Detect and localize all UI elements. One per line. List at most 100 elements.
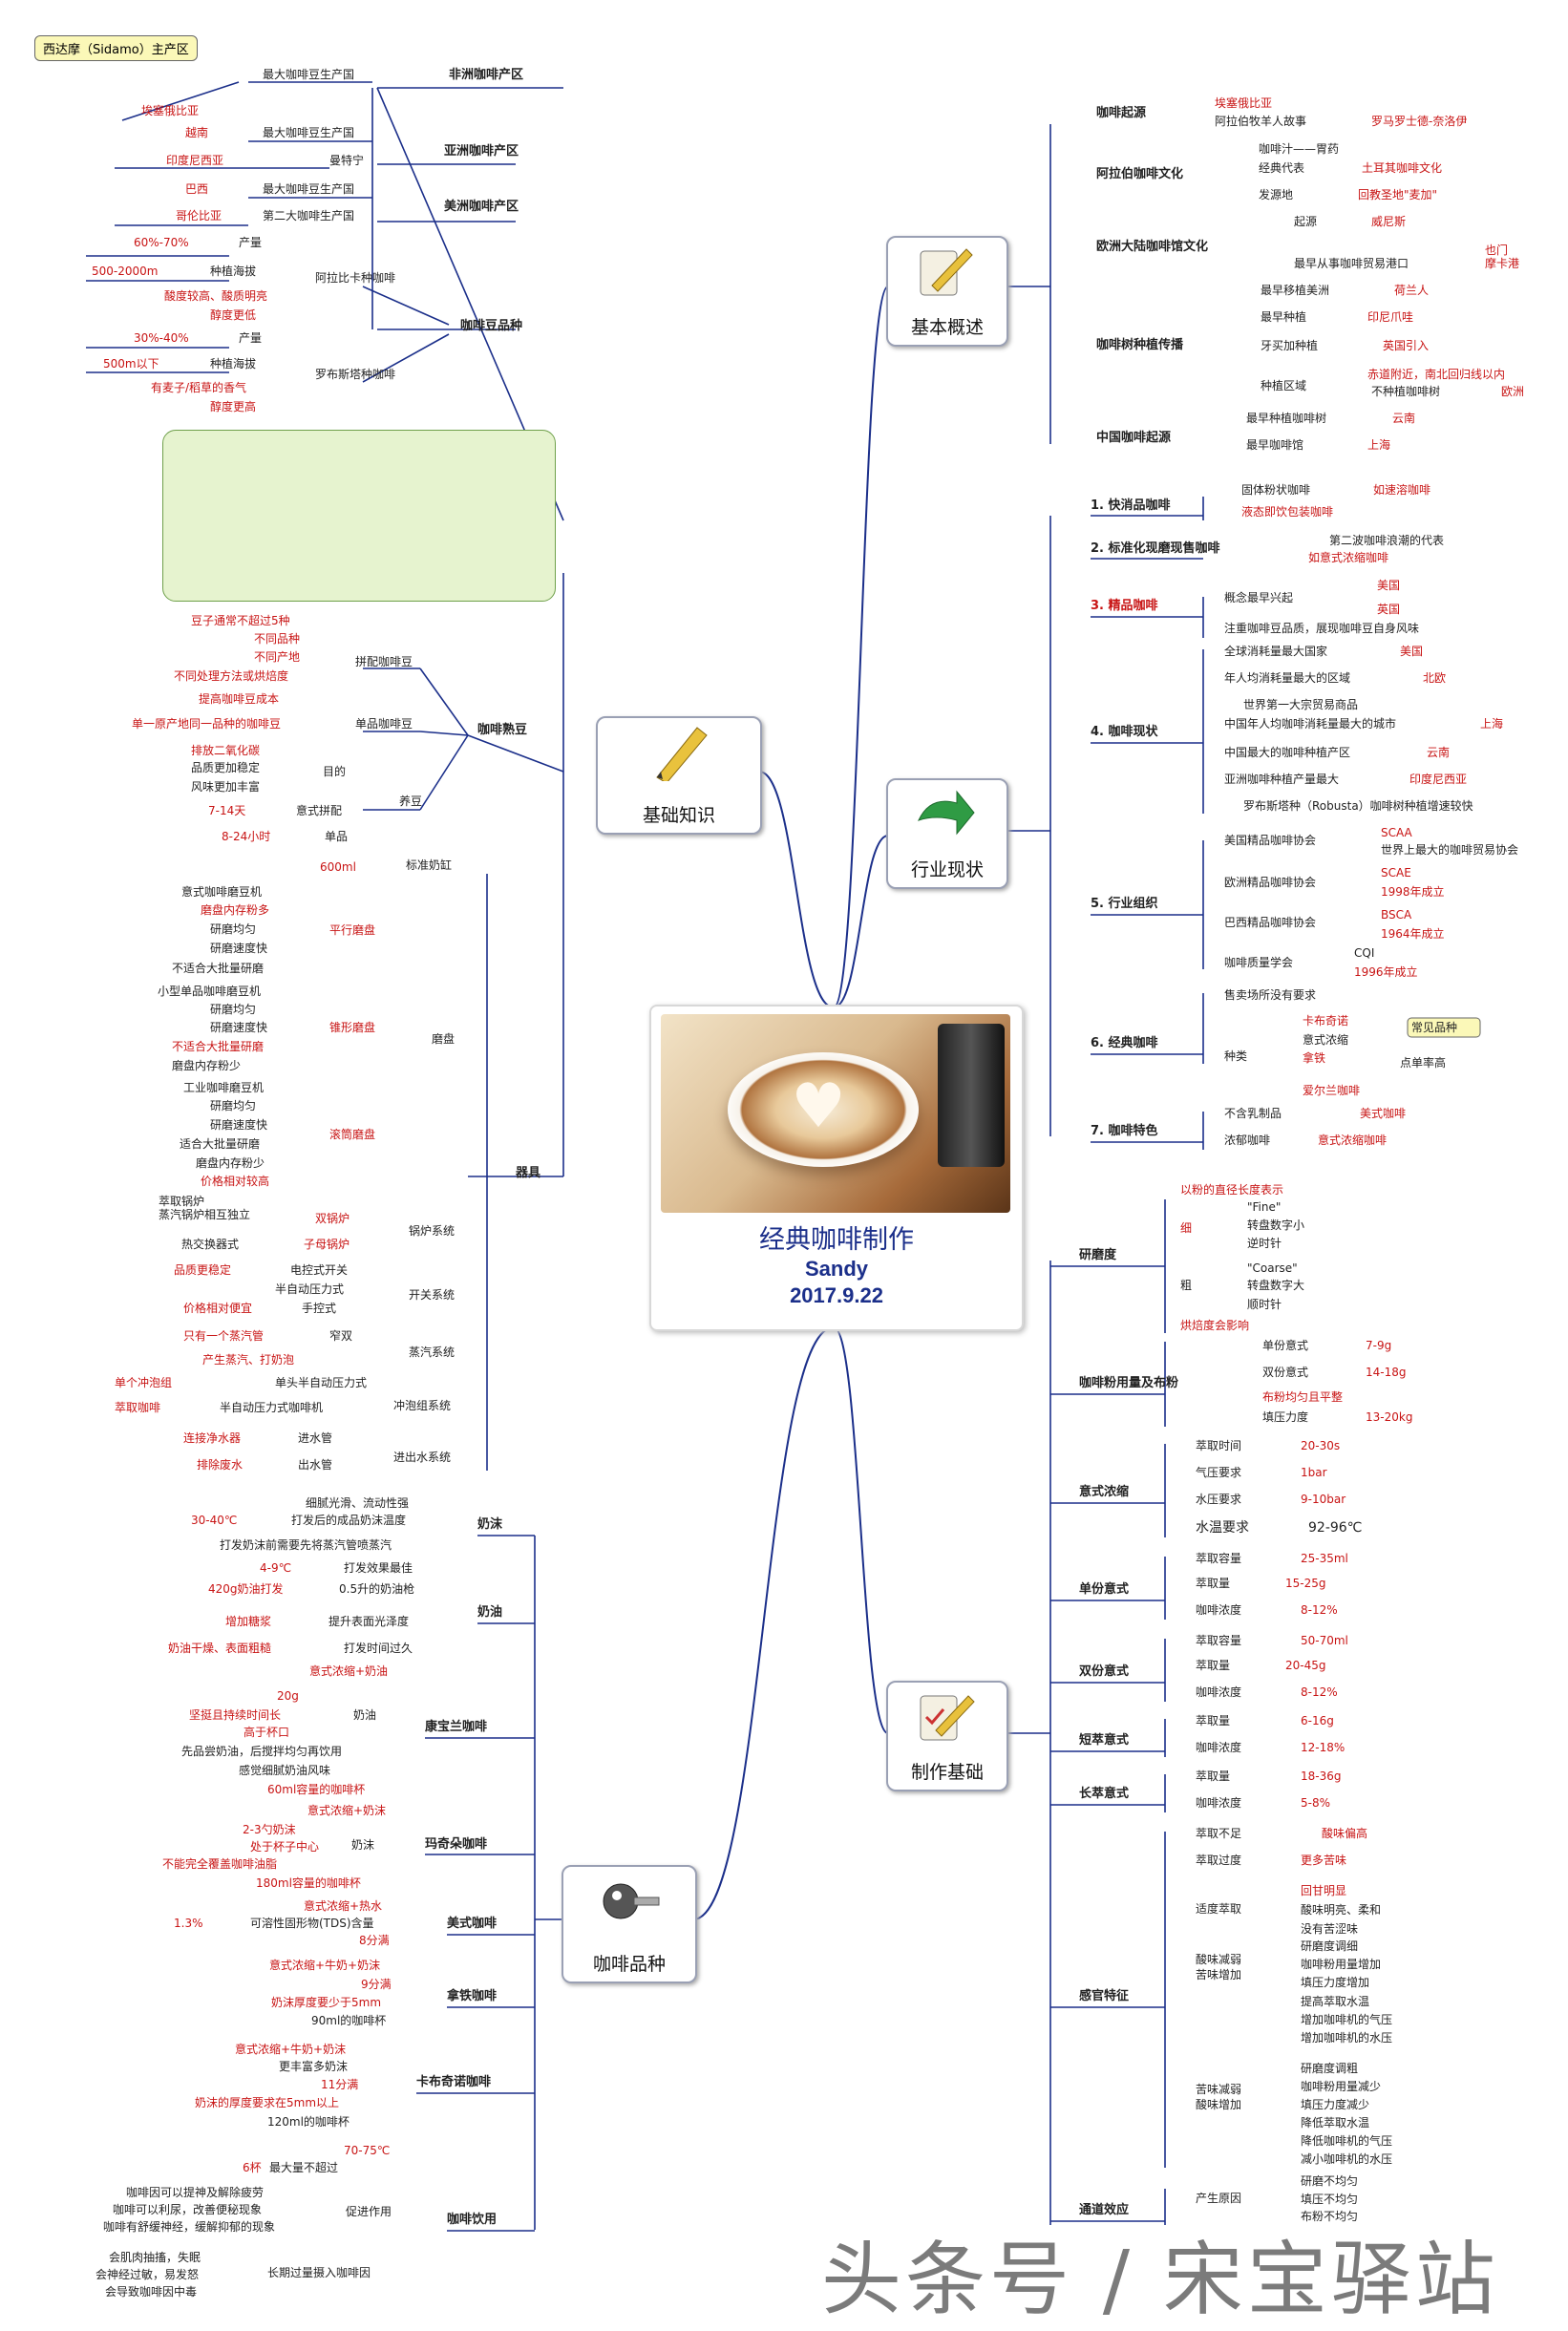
left-top-node-27[interactable]: 有麦子/稻草的香气 — [151, 380, 246, 394]
right-bottom-node-32[interactable]: 15-25g — [1285, 1577, 1326, 1590]
right-mid-node-42[interactable]: 意式浓缩 — [1303, 1032, 1348, 1047]
right-mid-node-38[interactable]: 6. 经典咖啡 — [1091, 1035, 1158, 1050]
right-mid-node-28[interactable]: 世界上最大的咖啡贸易协会 — [1381, 842, 1518, 857]
right-top-node-18[interactable]: 荷兰人 — [1394, 284, 1429, 297]
right-bottom-node-56[interactable]: 更多苦味 — [1301, 1854, 1346, 1867]
right-bottom-node-24[interactable]: 水压要求 — [1196, 1493, 1241, 1506]
left-bottom-node-15[interactable]: 意式浓缩+奶油 — [309, 1663, 388, 1678]
right-bottom-node-31[interactable]: 萃取量 — [1196, 1577, 1230, 1590]
right-mid-node-49[interactable]: 美式咖啡 — [1360, 1106, 1406, 1120]
right-bottom-node-52[interactable]: 感官特征 — [1079, 1988, 1129, 2003]
right-top-node-8[interactable]: 发源地 — [1259, 187, 1293, 201]
right-bottom-node-29[interactable]: 萃取容量 — [1196, 1551, 1241, 1565]
right-bottom-node-6[interactable]: 粗 — [1180, 1279, 1192, 1292]
left-bottom-node-38[interactable]: 奶沫厚度要少于5mm — [271, 1995, 381, 2009]
left-bottom-node-20[interactable]: 先品尝奶油，后搅拌均匀再饮用 — [181, 1744, 342, 1758]
right-bottom-node-34[interactable]: 8-12% — [1301, 1603, 1338, 1617]
right-top-node-13[interactable]: 最早从事咖啡贸易港口 — [1294, 256, 1409, 270]
right-top-node-19[interactable]: 最早种植 — [1261, 309, 1306, 324]
right-mid-node-39[interactable]: 售卖场所没有要求 — [1224, 987, 1316, 1002]
left-mid-node-6[interactable]: 提高咖啡豆成本 — [199, 691, 279, 706]
left-bottom-node-43[interactable]: 11分满 — [321, 2078, 358, 2091]
right-bottom-node-57[interactable]: 适度萃取 — [1196, 1901, 1241, 1916]
left-bottom-node-52[interactable]: 咖啡可以利尿，改善便秘现象 — [113, 2202, 262, 2216]
left-bottom-node-55[interactable]: 会肌肉抽搐，失眠 — [109, 2250, 201, 2264]
right-bottom-node-8[interactable]: 转盘数字大 — [1247, 1278, 1304, 1292]
right-bottom-node-42[interactable]: 短萃意式 — [1079, 1732, 1129, 1748]
left-bottom-node-10[interactable]: 提升表面光泽度 — [328, 1614, 409, 1628]
right-top-node-26[interactable]: 欧洲 — [1501, 385, 1524, 398]
left-bottom-node-35[interactable]: 拿铁咖啡 — [446, 1988, 497, 2003]
left-bottom-node-54[interactable]: 长期过量摄入咖啡因 — [267, 2265, 371, 2279]
right-mid-node-26[interactable]: 美国精品咖啡协会 — [1224, 833, 1316, 847]
right-mid-node-3[interactable]: 液态即饮包装咖啡 — [1241, 504, 1333, 519]
left-bottom-node-40[interactable]: 卡布奇诺咖啡 — [416, 2074, 491, 2089]
left-mid-node-31[interactable]: 研磨速度快 — [210, 1020, 267, 1034]
left-mid-node-50[interactable]: 半自动压力式 — [275, 1282, 344, 1296]
left-bottom-node-34[interactable]: 8分满 — [359, 1934, 390, 1947]
right-bottom-node-74[interactable]: 降低萃取水温 — [1301, 2116, 1369, 2130]
left-top-node-9[interactable]: 美洲咖啡产区 — [444, 199, 519, 214]
right-top-node-12[interactable]: 威尼斯 — [1371, 215, 1406, 228]
branch-making[interactable]: 制作基础 — [886, 1681, 1008, 1791]
right-top-node-31[interactable]: 上海 — [1367, 437, 1390, 452]
right-top-node-7[interactable]: 土耳其咖啡文化 — [1362, 160, 1442, 175]
right-mid-node-16[interactable]: 北欧 — [1423, 671, 1446, 685]
right-bottom-node-11[interactable]: 咖啡粉用量及布粉 — [1079, 1375, 1178, 1390]
left-mid-node-17[interactable]: 8-24小时 — [222, 830, 270, 843]
central-topic[interactable]: ♥ 经典咖啡制作 Sandy 2017.9.22 — [649, 1005, 1024, 1331]
left-bottom-node-13[interactable]: 奶油干燥、表面粗糙 — [168, 1642, 271, 1655]
right-bottom-node-17[interactable]: 填压力度 — [1262, 1409, 1308, 1424]
right-bottom-node-43[interactable]: 萃取量 — [1196, 1714, 1230, 1727]
left-bottom-node-51[interactable]: 咖啡因可以提神及解除疲劳 — [126, 2185, 264, 2199]
left-mid-node-2[interactable]: 豆子通常不超过5种 — [191, 613, 290, 627]
right-mid-node-32[interactable]: 巴西精品咖啡协会 — [1224, 915, 1316, 929]
left-mid-node-52[interactable]: 价格相对便宜 — [183, 1301, 252, 1315]
left-top-node-17[interactable]: 60%-70% — [134, 236, 189, 249]
right-bottom-node-51[interactable]: 5-8% — [1301, 1796, 1330, 1810]
right-bottom-node-45[interactable]: 咖啡浓度 — [1196, 1740, 1241, 1754]
right-mid-node-47[interactable]: 7. 咖啡特色 — [1091, 1123, 1158, 1138]
left-bottom-node-4[interactable]: 打发奶沫前需要先将蒸汽管喷蒸汽 — [220, 1537, 392, 1552]
left-bottom-node-39[interactable]: 90ml的咖啡杯 — [311, 2013, 386, 2027]
right-bottom-node-66[interactable]: 提高萃取水温 — [1301, 1994, 1369, 2008]
branch-varieties[interactable]: 咖啡品种 — [562, 1865, 697, 1983]
left-bottom-node-3[interactable]: 30-40℃ — [191, 1514, 237, 1527]
left-mid-node-43[interactable]: 萃取锅炉 — [159, 1194, 204, 1208]
left-mid-node-47[interactable]: 开关系统 — [409, 1288, 455, 1302]
left-mid-node-59[interactable]: 单个冲泡组 — [115, 1375, 172, 1389]
right-top-node-14[interactable]: 也门 — [1485, 243, 1508, 257]
right-bottom-node-63[interactable]: 研磨度调细 — [1301, 1939, 1358, 1953]
right-bottom-node-36[interactable]: 萃取容量 — [1196, 1633, 1241, 1647]
left-mid-node-38[interactable]: 适合大批量研磨 — [180, 1136, 260, 1151]
left-mid-node-60[interactable]: 半自动压力式咖啡机 — [220, 1400, 323, 1414]
right-bottom-node-60[interactable]: 没有苦涩味 — [1301, 1921, 1358, 1936]
left-bottom-node-17[interactable]: 20g — [277, 1689, 299, 1703]
left-bottom-node-50[interactable]: 促进作用 — [346, 2205, 392, 2218]
right-top-node-23[interactable]: 种植区域 — [1261, 378, 1306, 392]
right-bottom-node-77[interactable]: 通道效应 — [1079, 2202, 1129, 2217]
left-mid-node-35[interactable]: 工业咖啡磨豆机 — [183, 1080, 264, 1094]
right-mid-node-45[interactable]: 常见品种 — [1411, 1021, 1457, 1034]
right-mid-node-27[interactable]: SCAA — [1381, 826, 1413, 839]
right-bottom-node-41[interactable]: 8-12% — [1301, 1685, 1338, 1699]
right-top-node-5[interactable]: 咖啡汁——胃药 — [1259, 141, 1339, 156]
right-mid-node-4[interactable]: 2. 标准化现磨现售咖啡 — [1091, 540, 1220, 556]
right-mid-node-11[interactable]: 注重咖啡豆品质，展现咖啡豆自身风味 — [1224, 621, 1419, 635]
right-top-node-11[interactable]: 起源 — [1294, 215, 1317, 228]
right-bottom-node-30[interactable]: 25-35ml — [1301, 1552, 1348, 1565]
left-mid-node-36[interactable]: 研磨均匀 — [210, 1099, 256, 1113]
left-mid-node-58[interactable]: 单头半自动压力式 — [275, 1376, 367, 1389]
right-bottom-node-46[interactable]: 12-18% — [1301, 1741, 1345, 1754]
right-bottom-node-64[interactable]: 咖啡粉用量增加 — [1301, 1957, 1381, 1971]
right-mid-node-10[interactable]: 英国 — [1377, 603, 1400, 616]
right-mid-node-24[interactable]: 罗布斯塔种（Robusta）咖啡树种植增速较快 — [1243, 798, 1473, 813]
right-bottom-node-44[interactable]: 6-16g — [1301, 1714, 1334, 1727]
left-bottom-node-33[interactable]: 1.3% — [174, 1917, 203, 1930]
right-top-node-0[interactable]: 咖啡起源 — [1096, 105, 1146, 120]
right-bottom-node-35[interactable]: 双份意式 — [1079, 1663, 1129, 1679]
left-mid-node-20[interactable]: 600ml — [320, 860, 356, 874]
right-bottom-node-65[interactable]: 填压力度增加 — [1301, 1975, 1369, 1989]
left-mid-node-5[interactable]: 不同处理方法或烘焙度 — [174, 668, 288, 683]
left-mid-node-51[interactable]: 手控式 — [302, 1302, 336, 1315]
